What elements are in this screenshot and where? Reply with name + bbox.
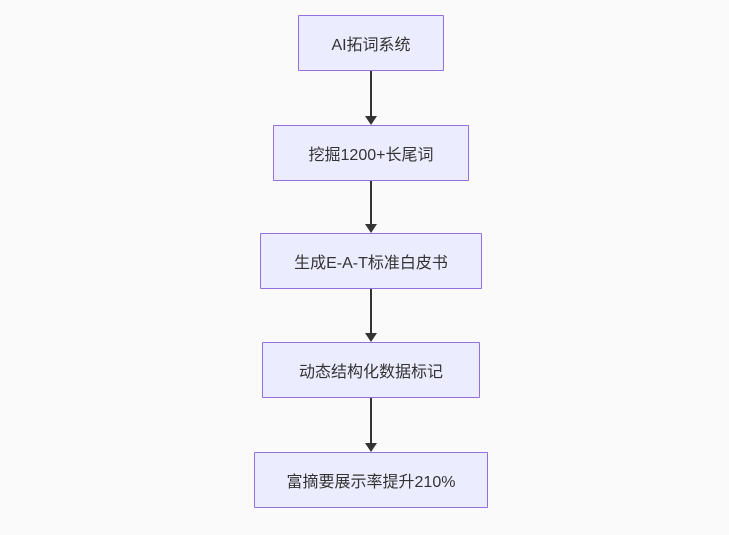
arrowhead-down-icon [365, 333, 377, 342]
arrow-line [370, 398, 372, 443]
connector-arrow-3 [365, 289, 377, 342]
arrow-line [370, 71, 372, 116]
connector-arrow-1 [365, 71, 377, 125]
flow-node-ai-keyword-system: AI拓词系统 [298, 15, 444, 71]
flow-node-structured-data-markup: 动态结构化数据标记 [262, 342, 480, 398]
arrowhead-down-icon [365, 116, 377, 125]
flow-node-label: AI拓词系统 [331, 37, 411, 54]
flow-node-eat-whitepaper: 生成E-A-T标准白皮书 [260, 233, 482, 289]
arrow-line [370, 181, 372, 224]
arrowhead-down-icon [365, 224, 377, 233]
arrow-line [370, 289, 372, 333]
connector-arrow-4 [365, 398, 377, 452]
flow-node-longtail-mining: 挖掘1200+长尾词 [273, 125, 469, 181]
flow-node-label: 富摘要展示率提升210% [286, 474, 456, 491]
flow-node-label: 动态结构化数据标记 [298, 364, 443, 381]
connector-arrow-2 [365, 181, 377, 233]
flow-node-rich-snippet-result: 富摘要展示率提升210% [254, 452, 488, 508]
flow-node-label: 生成E-A-T标准白皮书 [294, 255, 448, 272]
arrowhead-down-icon [365, 443, 377, 452]
flow-node-label: 挖掘1200+长尾词 [308, 147, 434, 164]
